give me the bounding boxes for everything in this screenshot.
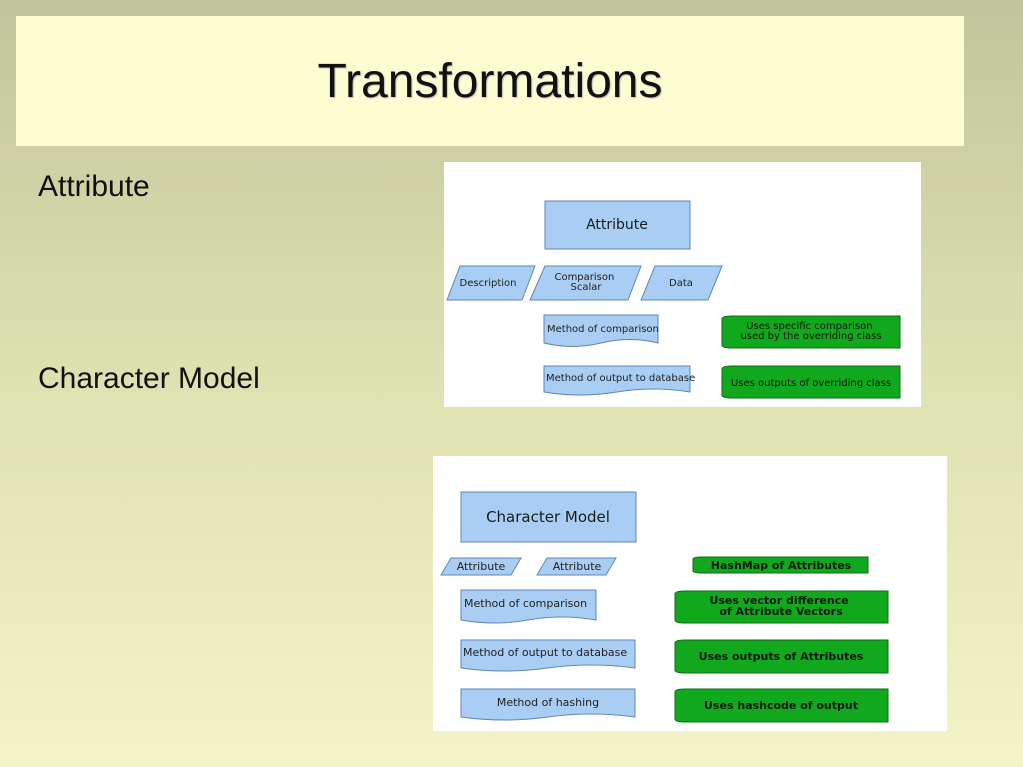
input-description-text: Description [460, 278, 517, 289]
cm-note-vector-text: Uses vector difference of Attribute Vect… [709, 594, 852, 618]
cm-method-hashing-shape [460, 688, 636, 721]
character-model-label: Character Model [38, 362, 260, 395]
character-model-header-text: Character Model [486, 508, 610, 526]
attribute-header-text: Attribute [586, 217, 648, 233]
cm-note-hashcode-text: Uses hashcode of output [704, 699, 858, 712]
input-data-text: Data [669, 278, 693, 289]
cm-note-outputs-shape [674, 639, 889, 674]
cm-note-hashcode-shape [674, 688, 889, 723]
input-attribute-1-text: Attribute [457, 560, 506, 573]
attribute-label: Attribute [38, 170, 150, 203]
input-attribute-1-shape [440, 557, 522, 576]
cm-note-outputs-text: Uses outputs of Attributes [699, 650, 864, 663]
method-comparison-shape [543, 314, 659, 347]
method-comparison-text: Method of comparison [547, 324, 659, 335]
method-output-text: Method of output to database [546, 373, 695, 384]
cm-note-hashmap-shape [692, 556, 869, 574]
note-specific-comparison-line-1: Uses specific comparison [746, 321, 872, 332]
character-model-diagram: Character Model Attribute Attribute Meth… [433, 456, 947, 731]
character-model-header-box [460, 491, 637, 543]
method-output-shape [543, 365, 691, 396]
note-outputs-text: Uses outputs of overriding class [731, 378, 891, 389]
cm-method-output-text: Method of output to database [463, 646, 627, 659]
input-comparison-shape [529, 265, 642, 301]
input-attribute-2-shape [536, 557, 617, 576]
attribute-diagram: Attribute Description Comparison Scalar … [444, 162, 921, 407]
note-specific-comparison-shape [721, 315, 901, 349]
character-model-diagram-svg: Character Model Attribute Attribute Meth… [440, 491, 889, 723]
input-attribute-2-text: Attribute [553, 560, 602, 573]
title-box: Transformations [16, 16, 964, 146]
cm-note-vector-line-2: of Attribute Vectors [719, 605, 843, 618]
attribute-diagram-svg: Attribute Description Comparison Scalar … [446, 200, 901, 399]
note-specific-comparison-line-2: used by the overriding class [740, 331, 881, 342]
note-specific-comparison-text: Uses specific comparison used by the ove… [740, 321, 881, 342]
input-data-shape [640, 265, 723, 301]
cm-method-output-shape [460, 639, 636, 672]
input-comparison-line-2: Scalar [571, 282, 603, 293]
attribute-header-box [544, 200, 691, 250]
input-comparison-text: Comparison Scalar [554, 272, 617, 293]
cm-method-comparison-shape [460, 589, 597, 624]
slide-title: Transformations [317, 54, 663, 108]
note-outputs-shape [721, 365, 901, 399]
cm-note-vector-line-1: Uses vector difference [709, 594, 848, 607]
input-comparison-line-1: Comparison [554, 272, 614, 283]
input-description-shape [446, 265, 536, 301]
cm-method-hashing-text: Method of hashing [497, 696, 599, 709]
cm-method-comparison-text: Method of comparison [464, 597, 587, 610]
cm-note-hashmap-text: HashMap of Attributes [711, 559, 852, 572]
cm-note-vector-shape [674, 590, 889, 624]
